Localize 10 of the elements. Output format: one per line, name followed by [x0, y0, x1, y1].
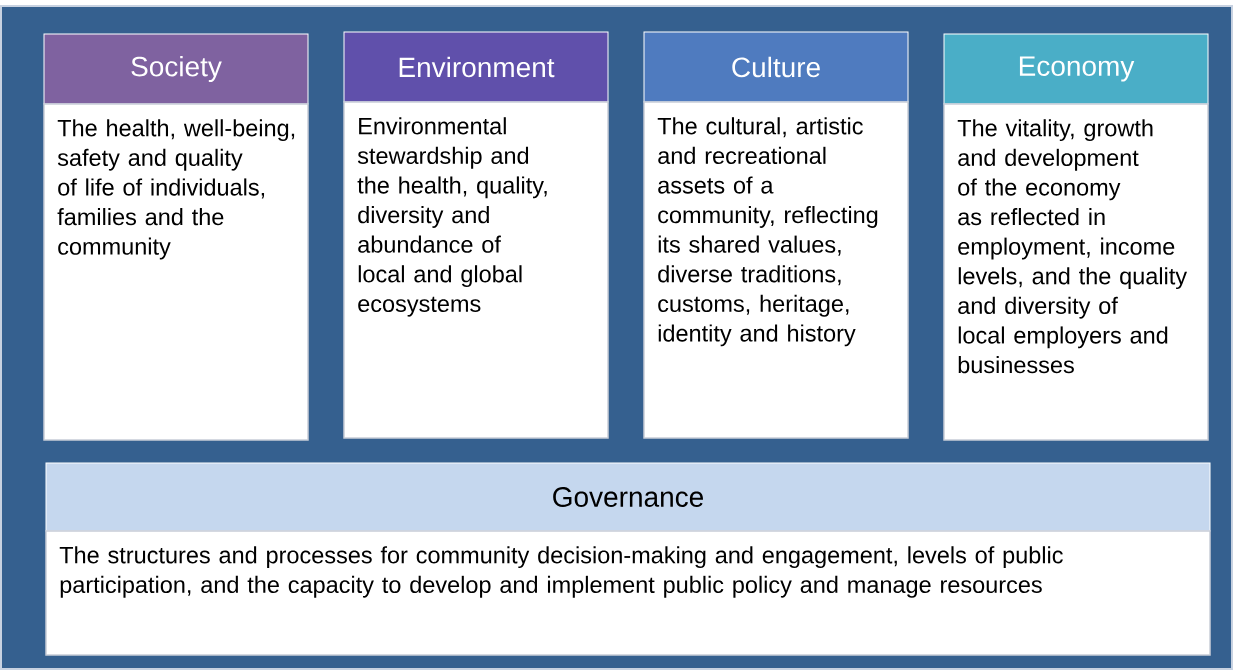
card-header: Environment: [343, 31, 609, 103]
card-body: The health, well-being, safety and quality of life of individuals, families and the community: [43, 103, 309, 441]
card-body: The cultural, artistic and recreational assets of a community, reflecting its shared values, diverse traditions, customs, heritage, identity and history: [643, 101, 909, 439]
card-header: Culture: [643, 31, 909, 103]
card-header: Society: [43, 33, 309, 105]
card-body: The vitality, growth and development of the economy as reflected in employment, income levels, and the quality and diversity of local employers and businesses: [943, 103, 1209, 441]
card-header: Governance: [45, 462, 1211, 532]
card-body: The structures and processes for community decision-making and engagement, levels of public participation, and the capacity to develop and implement public policy and manage resources: [45, 530, 1211, 656]
card-body: Environmental stewardship and the health, quality, diversity and abundance of local and global ecosystems: [343, 101, 609, 439]
card-header: Economy: [943, 33, 1209, 105]
